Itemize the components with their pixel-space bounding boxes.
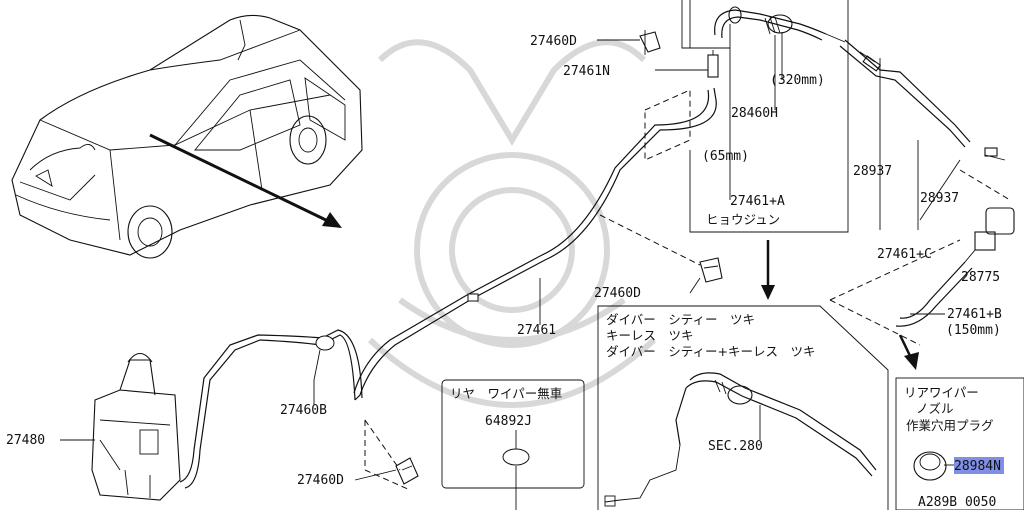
detail-box-plug [895,377,1024,510]
label-27461a: 27461+A [730,194,785,209]
arrowhead-car [322,212,342,228]
label-city-line3: ダイバー シティー+キーレス ツキ [606,344,815,359]
label-28775: 28775 [961,270,1000,285]
hose-joint [467,293,479,302]
label-320mm: (320mm) [770,73,825,88]
watermark-emblem [367,39,657,408]
label-city-line1: ダイバー シティー ツキ [606,312,755,327]
label-plug-line3: 作業穴用プラグ [906,418,994,433]
detail-box-diversity [597,305,889,510]
label-64892j: 64892J [485,414,532,429]
leader-arrow-car [149,133,331,224]
label-city-line2: キーレス ツキ [606,328,694,343]
plug-28984n [913,451,947,481]
label-28460h: 28460H [731,106,778,121]
car-illustration [11,14,363,259]
label-27460d-mid: 27460D [594,286,641,301]
label-65mm: (65mm) [702,149,749,164]
detail-box-no-rear-wiper [441,379,585,489]
label-27461: 27461 [517,323,556,338]
connector-27460b [315,335,335,351]
label-ref-code: A289B 0050 [918,495,996,510]
label-27480: 27480 [6,433,45,448]
label-sec280: SEC.280 [708,439,763,454]
label-plug-line2: ノズル [916,401,954,416]
nozzle-27461n [707,50,719,78]
washer-hose-lower [184,334,356,489]
label-28937-a: 28937 [853,164,892,179]
washer-tank [70,352,181,501]
label-hyoujun: ヒョウジュン [706,212,780,227]
highlight-28984n [954,457,1004,474]
label-28984n: 28984N [954,459,1001,474]
label-27460d-bot: 27460D [297,473,344,488]
label-27461c: 27461+C [877,247,932,262]
label-27461b: 27461+B [947,307,1002,322]
clip-27460d-bot [395,457,419,485]
diversity-hose-detail [604,372,877,507]
label-27460b: 27460B [280,403,327,418]
label-28937-b: 28937 [920,191,959,206]
plug-64892j [502,448,530,466]
label-27460d-top: 27460D [530,34,577,49]
plug-28775 [964,207,1015,263]
label-150mm: (150mm) [946,323,1001,338]
side-hose-upper-right [825,33,1006,230]
washer-hose-main [354,87,717,401]
detail-box-standard [681,0,849,233]
hose-27461b [899,261,966,319]
label-no-rear-wiper: リヤ ワイパー無車 [450,386,562,401]
label-27461n: 27461N [563,64,610,79]
label-plug-line1: リアワイパー [904,385,979,400]
standard-hose-detail [714,6,827,200]
clip-27460d-top [639,30,661,55]
clip-27460d-mid [699,257,723,283]
